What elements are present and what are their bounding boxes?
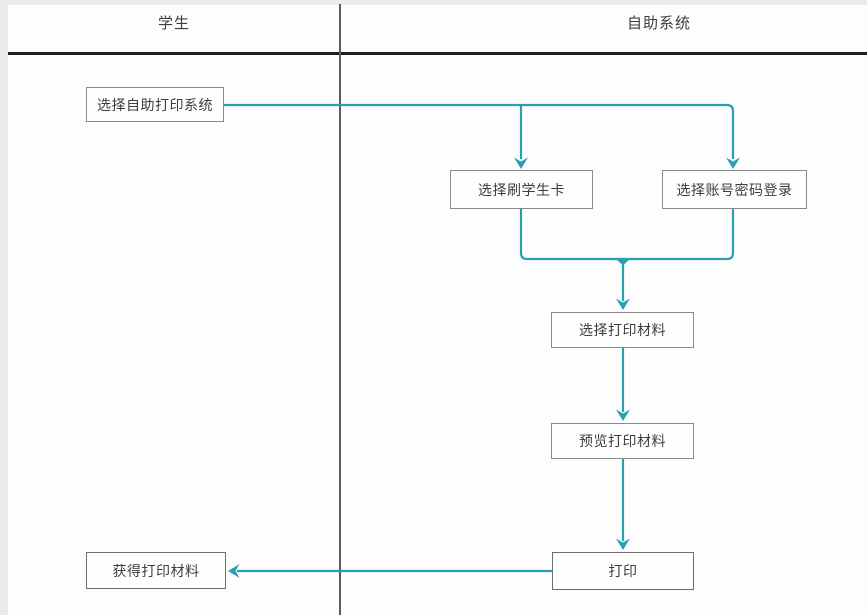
lane-header-divider <box>8 52 867 55</box>
lane-title-student: 学生 <box>157 15 190 32</box>
arrowhead-to-print <box>616 538 630 550</box>
node-select-swipe-student-card: 选择刷学生卡 <box>450 170 593 209</box>
node-select-account-password-login: 选择账号密码登录 <box>662 170 807 209</box>
node-select-self-print-system: 选择自助打印系统 <box>86 87 224 122</box>
lane-vertical-divider <box>339 4 341 615</box>
arrowhead-to-select-material <box>616 298 630 310</box>
arrowhead-to-account-login <box>726 157 740 169</box>
edge-start-to-account-login <box>224 103 735 159</box>
merge-junction-notch <box>616 259 630 266</box>
edge-account-login-to-merge <box>623 209 735 261</box>
arrowhead-to-get-material <box>228 564 240 578</box>
node-select-print-material: 选择打印材料 <box>551 312 694 348</box>
page-edge-left <box>0 0 8 615</box>
node-print: 打印 <box>552 552 694 590</box>
arrowhead-to-preview <box>616 409 630 421</box>
lane-title-self-service-system: 自助系统 <box>626 15 691 32</box>
node-get-print-material: 获得打印材料 <box>86 552 226 589</box>
arrowhead-to-swipe-card <box>514 157 528 169</box>
edge-swipe-card-to-merge <box>519 209 623 261</box>
page-edge-top <box>0 0 867 5</box>
node-preview-print-material: 预览打印材料 <box>551 423 694 459</box>
